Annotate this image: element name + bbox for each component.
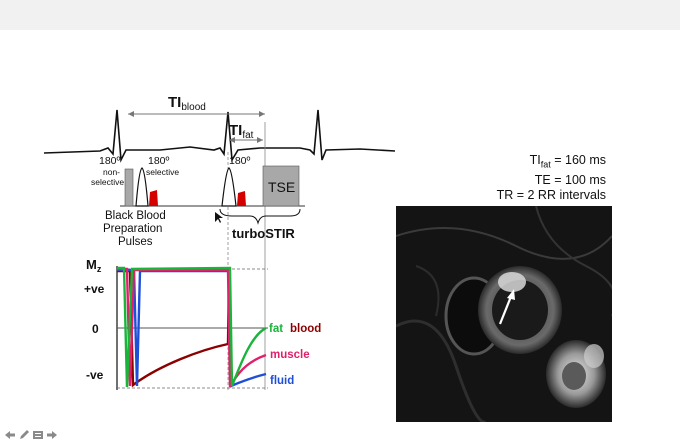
nonselective-label-2: selective (91, 177, 124, 187)
mz-axis-label: Mz (86, 257, 102, 274)
black-blood-label-1: Black Blood (105, 210, 166, 222)
slide-navigation (4, 428, 58, 440)
ti-blood-label: TIblood (168, 94, 206, 113)
te-param: TE = 100 ms (534, 172, 606, 187)
black-blood-label-3: Pulses (118, 236, 153, 248)
legend-fluid: fluid (270, 375, 294, 387)
black-blood-label-2: Preparation (103, 223, 162, 235)
selective-label: selective (146, 167, 179, 177)
stir-deg: 180º (229, 155, 251, 167)
nonselective-deg: 180º (99, 155, 121, 167)
zero-label: 0 (92, 322, 99, 336)
legend-fat: fat (269, 323, 283, 335)
tr-param: TR = 2 RR intervals (496, 187, 606, 202)
selective-gradient (149, 190, 158, 206)
minus-ve-label: -ve (86, 368, 104, 382)
ti-fat-param: TIfat = 160 ms (529, 153, 606, 170)
mouse-cursor-icon (215, 212, 223, 223)
turbostir-brace (219, 208, 301, 225)
ti-fat-label: TIfat (229, 122, 254, 141)
nonselective-pulse (124, 168, 134, 207)
plus-ve-label: +ve (84, 282, 105, 296)
turbostir-pulse-sequence-diagram: TIblood TIfat 180º non- selective 180º s… (43, 94, 396, 390)
tse-label: TSE (268, 179, 295, 195)
magnetization-curves (117, 266, 267, 388)
tse-block (262, 165, 300, 207)
menu-icon[interactable] (32, 428, 44, 440)
stir-gradient (237, 191, 246, 206)
legend-muscle: muscle (270, 349, 310, 361)
fat-curve (117, 266, 267, 388)
blood-curve (117, 267, 231, 388)
nonselective-label-1: non- (103, 167, 120, 177)
turbostir-label: turboSTIR (232, 226, 295, 241)
pen-icon[interactable] (18, 428, 30, 440)
ecg-trace (43, 109, 396, 163)
legend-blood: blood (290, 323, 321, 335)
cardiac-mri-image (396, 206, 612, 422)
next-slide-icon[interactable] (46, 428, 58, 440)
selective-deg: 180º (148, 155, 170, 167)
window-top-bar (0, 0, 680, 30)
sequence-parameters: TIfat = 160 ms TE = 100 ms TR = 2 RR int… (406, 153, 606, 203)
slide: TIblood TIfat 180º non- selective 180º s… (0, 30, 680, 442)
previous-slide-icon[interactable] (4, 428, 16, 440)
stir-inversion-pulse (221, 167, 237, 207)
selective-pulse (135, 167, 149, 207)
fluid-curve (117, 268, 267, 388)
